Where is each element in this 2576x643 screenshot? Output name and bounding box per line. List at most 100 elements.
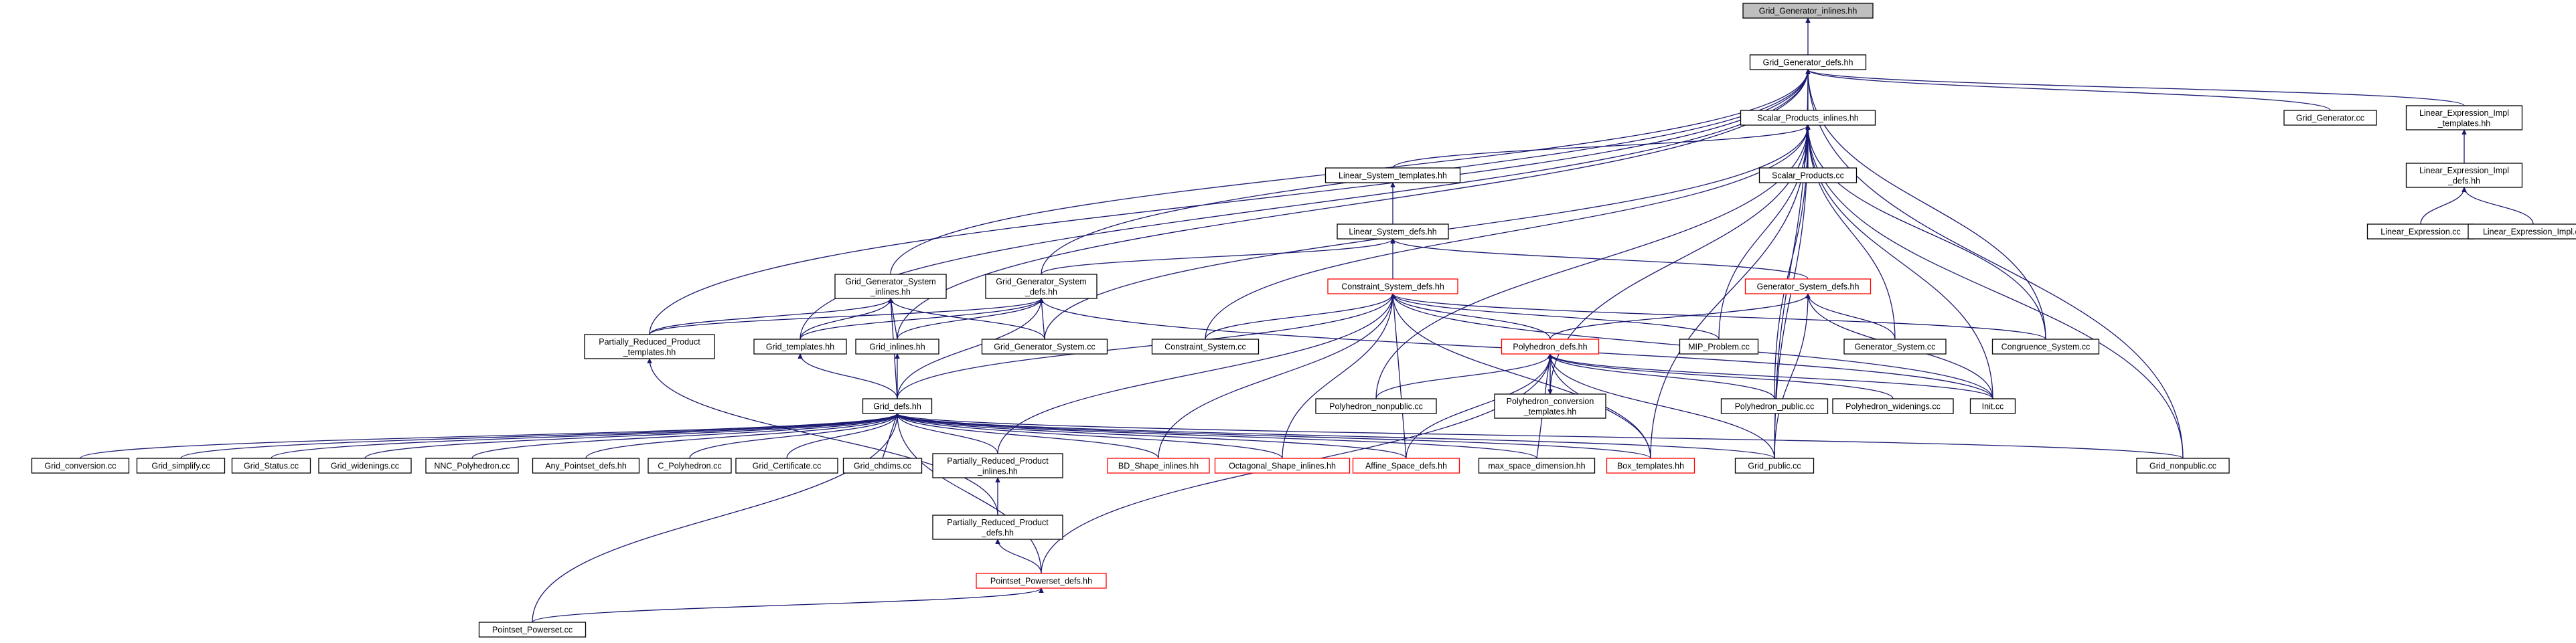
node-ggscc[interactable]: Grid_Generator_System.cc	[981, 339, 1108, 355]
node-label: Grid_templates.hh	[766, 343, 834, 352]
edge-ggsdefs-to-lsdefs	[1041, 238, 1393, 275]
node-gscc[interactable]: Generator_System.cc	[1843, 339, 1947, 355]
edge-gridt-to-ggsdefs	[800, 298, 1041, 340]
node-gridconv[interactable]: Grid_conversion.cc	[31, 458, 130, 474]
node-gridchd[interactable]: Grid_chdims.cc	[842, 458, 923, 474]
node-box	[2468, 223, 2576, 240]
node-box	[532, 458, 640, 474]
edge-gridstat-to-griddefs	[271, 413, 897, 459]
node-bdshape[interactable]: BD_Shape_inlines.hh	[1107, 458, 1210, 474]
node-maxsd[interactable]: max_space_dimension.hh	[1478, 458, 1596, 474]
node-pscc[interactable]: Pointset_Powerset.cc	[478, 622, 587, 638]
node-box	[1352, 458, 1460, 474]
edge-griddefs-to-csdefs	[897, 294, 1393, 399]
edge-gridwid-to-griddefs	[364, 413, 897, 459]
node-label: _inlines.hh	[870, 287, 911, 296]
node-prpdefs[interactable]: Partially_Reduced_Product_defs.hh	[932, 515, 1063, 540]
node-boxt[interactable]: Box_templates.hh	[1606, 458, 1695, 474]
node-label: Polyhedron_defs.hh	[1513, 343, 1587, 352]
node-prpt[interactable]: Partially_Reduced_Product_templates.hh	[584, 334, 715, 359]
edge-gridnpub-to-ggdefs	[1808, 70, 2184, 459]
edge-prpt-to-ggsdefs	[649, 298, 1041, 335]
edge-anyps-to-griddefs	[585, 413, 897, 459]
node-initcc[interactable]: Init.cc	[1969, 398, 2016, 414]
node-layer: Grid_Generator_inlines.hhGrid_Generator_…	[31, 3, 2576, 638]
node-leimplt[interactable]: Linear_Expression_Impl_templates.hh	[2405, 105, 2523, 130]
node-label: Linear_Expression_Impl	[2419, 108, 2509, 118]
node-ggsdefs[interactable]: Grid_Generator_System_defs.hh	[985, 274, 1097, 299]
node-label: Generator_System.cc	[1855, 343, 1936, 352]
edge-congcc-to-spinl	[1808, 125, 2046, 340]
edge-ppdefs-to-prpdefs	[998, 539, 1042, 574]
node-label: max_space_dimension.hh	[1488, 462, 1585, 471]
node-label: _templates.hh	[2437, 118, 2491, 128]
node-csdefs[interactable]: Constraint_System_defs.hh	[1327, 278, 1458, 294]
node-mipcc[interactable]: MIP_Problem.cc	[1679, 339, 1759, 355]
node-label: C_Polyhedron.cc	[658, 462, 721, 471]
edge-pscc-to-griddefs	[532, 414, 897, 623]
node-label: Grid_conversion.cc	[45, 462, 117, 471]
node-root[interactable]: Grid_Generator_inlines.hh	[1742, 3, 1874, 19]
node-box	[2136, 458, 2230, 474]
node-label: _defs.hh	[1025, 287, 1057, 296]
node-box	[1324, 167, 1461, 183]
node-nncpoly[interactable]: NNC_Polyhedron.cc	[425, 458, 519, 474]
node-polydefs[interactable]: Polyhedron_defs.hh	[1501, 339, 1600, 355]
node-label: _templates.hh	[623, 347, 676, 357]
node-gridsimp[interactable]: Grid_simplify.cc	[136, 458, 226, 474]
node-gridnpub[interactable]: Grid_nonpublic.cc	[2136, 458, 2230, 474]
node-polypubcc[interactable]: Polyhedron_public.cc	[1720, 398, 1829, 414]
edge-cscc-to-spinl	[1205, 125, 1808, 340]
node-box	[231, 458, 311, 474]
node-prpinl[interactable]: Partially_Reduced_Product_inlines.hh	[932, 453, 1063, 478]
node-box	[2405, 105, 2523, 130]
node-ppdefs[interactable]: Pointset_Powerset_defs.hh	[976, 573, 1107, 589]
edge-bdshape-to-griddefs	[897, 413, 1159, 459]
node-gridt[interactable]: Grid_templates.hh	[753, 339, 847, 355]
node-spcc[interactable]: Scalar_Products.cc	[1758, 167, 1858, 183]
node-label: Linear_System_templates.hh	[1339, 171, 1447, 181]
node-ggsinl[interactable]: Grid_Generator_System_inlines.hh	[834, 274, 947, 299]
node-polywidcc[interactable]: Polyhedron_widenings.cc	[1832, 398, 1954, 414]
node-affine[interactable]: Affine_Space_defs.hh	[1352, 458, 1460, 474]
edge-gsdefs-to-lsdefs	[1393, 238, 1809, 280]
node-box	[1758, 167, 1858, 183]
node-gridinl[interactable]: Grid_inlines.hh	[855, 339, 939, 355]
node-griddefs[interactable]: Grid_defs.hh	[862, 398, 933, 414]
node-octshape[interactable]: Octagonal_Shape_inlines.hh	[1214, 458, 1351, 474]
node-leimplcc[interactable]: Linear_Expression_Impl.cc	[2468, 223, 2576, 240]
edge-gridt-to-ggsinl	[800, 298, 891, 340]
node-label: Grid_public.cc	[1748, 462, 1801, 471]
node-label: Grid_defs.hh	[873, 402, 921, 411]
node-gridcert[interactable]: Grid_Certificate.cc	[735, 458, 838, 474]
node-lstt[interactable]: Linear_System_templates.hh	[1324, 167, 1461, 183]
edge-mipcc-to-spinl	[1718, 125, 1808, 340]
node-cscc[interactable]: Constraint_System.cc	[1151, 339, 1260, 355]
node-ggcc[interactable]: Grid_Generator.cc	[2283, 110, 2377, 126]
node-label: Box_templates.hh	[1617, 462, 1684, 471]
edge-gridsimp-to-griddefs	[180, 413, 897, 459]
node-label: Constraint_System.cc	[1164, 343, 1246, 352]
edge-polydefs-to-csdefs	[1393, 293, 1551, 340]
node-gridstat[interactable]: Grid_Status.cc	[231, 458, 311, 474]
node-lecc[interactable]: Linear_Expression.cc	[2366, 223, 2475, 240]
node-label: Partially_Reduced_Product	[599, 337, 700, 347]
node-anyps[interactable]: Any_Pointset_defs.hh	[532, 458, 640, 474]
node-label: Linear_Expression.cc	[2380, 227, 2461, 237]
node-polynpcc[interactable]: Polyhedron_nonpublic.cc	[1315, 398, 1437, 414]
node-cpoly[interactable]: C_Polyhedron.cc	[648, 458, 732, 474]
node-lsdefs[interactable]: Linear_System_defs.hh	[1337, 223, 1449, 240]
node-box	[425, 458, 519, 474]
node-box	[1969, 398, 2016, 414]
node-polyconvt[interactable]: Polyhedron_conversion_templates.hh	[1494, 393, 1606, 419]
node-congcc[interactable]: Congruence_System.cc	[1991, 339, 2100, 355]
node-spinl[interactable]: Scalar_Products_inlines.hh	[1740, 110, 1876, 126]
edge-leimplt-to-ggdefs	[1808, 69, 2465, 106]
node-gridwid[interactable]: Grid_widenings.cc	[318, 458, 412, 474]
node-gridpub[interactable]: Grid_public.cc	[1734, 458, 1815, 474]
node-leimpld[interactable]: Linear_Expression_Impl_defs.hh	[2405, 163, 2523, 188]
node-gsdefs[interactable]: Generator_System_defs.hh	[1744, 278, 1872, 294]
node-label: Grid_Generator_System	[845, 277, 935, 286]
node-ggdefs[interactable]: Grid_Generator_defs.hh	[1749, 54, 1867, 70]
edge-gridpub-to-griddefs	[897, 413, 1775, 459]
